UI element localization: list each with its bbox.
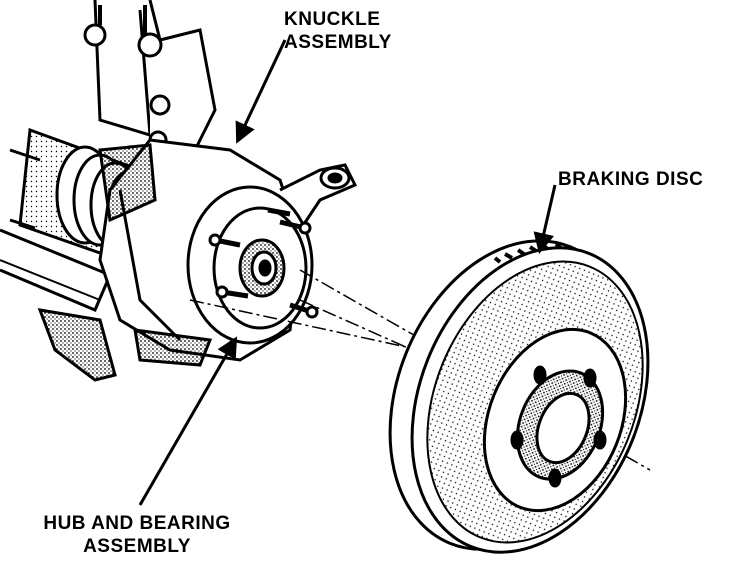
knuckle-assembly-label: KNUCKLE ASSEMBLY	[284, 8, 392, 54]
braking-disc-leader	[533, 184, 557, 255]
strut-bracket	[83, 0, 217, 163]
hub-bearing-label: HUB AND BEARING ASSEMBLY	[22, 512, 252, 558]
hub-label-line1: HUB AND BEARING	[43, 513, 231, 534]
braking-disc-label: BRAKING DISC	[558, 168, 703, 191]
knuckle-leader	[235, 39, 287, 144]
braking-disc-label-text: BRAKING DISC	[558, 169, 704, 190]
knuckle-label-line1: KNUCKLE	[284, 9, 381, 30]
hub-leader	[138, 336, 238, 506]
braking-disc	[388, 239, 650, 554]
hub-bearing-assembly	[186, 185, 319, 345]
hub-label-line2: ASSEMBLY	[83, 536, 191, 557]
leader-arrows	[138, 39, 557, 506]
knuckle-label-line2: ASSEMBLY	[284, 32, 392, 53]
